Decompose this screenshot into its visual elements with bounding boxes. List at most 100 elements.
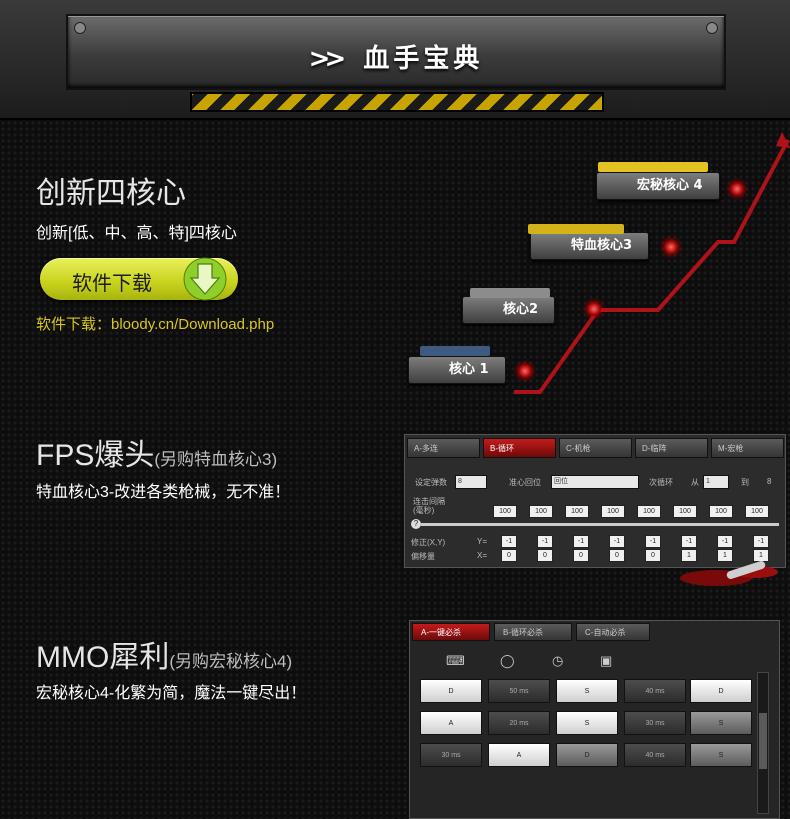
delay-cell[interactable]: 30 ms [624,711,686,735]
red-dot-icon [587,302,601,316]
camera-icon[interactable]: ▣ [600,653,613,668]
section-title-cores: 创新四核心 [36,177,186,210]
page-title: >> 血手宝典 [308,44,484,74]
download-button-label: 软件下载 [72,273,152,295]
y-correction-input[interactable]: -1 [501,535,517,548]
interval-input[interactable]: 100 [673,505,697,518]
interval-input[interactable]: 100 [565,505,589,518]
delay-cell[interactable]: 40 ms [624,679,686,703]
keyboard-icon[interactable]: ⌨ [446,653,465,668]
x-axis-label: X= [477,551,488,560]
core-1-tag: 核心 1 [408,356,506,384]
interval-input[interactable]: 100 [709,505,733,518]
recoil-select[interactable]: 回位 [551,475,639,489]
delay-cell[interactable]: 40 ms [624,743,686,767]
x-offset-input[interactable]: 0 [537,549,553,562]
y-correction-input[interactable]: -1 [573,535,589,548]
section-title-fps: FPS爆头(另购特血核心3) [36,439,278,472]
interval-input[interactable]: 100 [493,505,517,518]
delay-cell[interactable]: 50 ms [488,679,550,703]
tab-c-machinegun[interactable]: C-机枪 [559,438,632,458]
tab-a-multi[interactable]: A-多连 [407,438,480,458]
interval-slider-track[interactable] [421,523,779,526]
mouse-icon[interactable]: ◯ [500,653,515,668]
red-dot-icon [518,364,532,378]
fps-tab-bar: A-多连 B-循环 C-机枪 D-临阵 M-宏枪 [407,438,784,458]
interval-input[interactable]: 100 [529,505,553,518]
gun-icon [470,288,550,298]
key-cell[interactable]: S [556,711,618,735]
help-icon[interactable]: ? [411,519,421,529]
x-offset-input[interactable]: 0 [573,549,589,562]
section-desc-mmo: 宏秘核心4-化繁为简，魔法一键尽出！ [36,685,307,702]
interval-label: 连击间隔 (毫秒) [413,497,445,515]
section-desc-cores: 创新[低、中、高、特]四核心 [36,225,237,242]
y-correction-input[interactable]: -1 [753,535,769,548]
key-cell[interactable]: A [420,711,482,735]
double-chevron-icon: >> [308,44,346,74]
key-cell[interactable]: S [690,711,752,735]
key-cell[interactable]: A [488,743,550,767]
y-correction-input[interactable]: -1 [717,535,733,548]
correction-label: 修正(X,Y) [411,538,446,547]
tab-c-auto-kill[interactable]: C-自动必杀 [576,623,650,641]
bullet-count-label: 设定弹数 [415,478,447,487]
download-arrow-icon [183,257,227,301]
gun-icon [598,162,708,172]
interval-input[interactable]: 100 [637,505,661,518]
bullet-count-select[interactable]: 8 [455,475,487,489]
y-correction-input[interactable]: -1 [645,535,661,548]
key-cell[interactable]: D [690,679,752,703]
core-2-tag: 核心2 [462,296,556,324]
interval-input[interactable]: 100 [745,505,769,518]
fps-macro-panel: A-多连 B-循环 C-机枪 D-临阵 M-宏枪 设定弹数 8 准心回位 回位 … [404,434,786,568]
tab-a-one-key-kill[interactable]: A-一键必杀 [412,623,490,641]
recoil-label: 准心回位 [509,478,541,487]
tab-d-battle[interactable]: D-临阵 [635,438,708,458]
mmo-macro-panel: A-一键必杀 B-循环必杀 C-自动必杀 ⌨ ◯ ◷ ▣ D 50 ms S 4… [409,620,780,819]
clock-icon[interactable]: ◷ [552,653,564,668]
key-cell[interactable]: D [420,679,482,703]
core-4-tag: 宏秘核心 4 [596,172,720,200]
gun-icon [528,224,624,234]
scroll-thumb[interactable] [759,713,767,769]
bolt-icon [74,22,86,34]
bolt-icon [706,22,718,34]
key-cell[interactable]: S [556,679,618,703]
x-offset-input[interactable]: 0 [609,549,625,562]
gun-icon [420,346,490,356]
key-cell[interactable]: D [556,743,618,767]
hazard-stripe [190,92,604,112]
loop-to-value: 8 [767,477,772,486]
section-title-mmo: MMO犀利(另购宏秘核心4) [36,641,293,674]
x-offset-input[interactable]: 1 [717,549,733,562]
tab-m-macro[interactable]: M-宏枪 [711,438,784,458]
core-3-tag: 特血核心3 [530,232,650,260]
x-offset-input[interactable]: 0 [501,549,517,562]
download-link[interactable]: 软件下载：bloody.cn/Download.php [36,316,275,333]
delay-cell[interactable]: 30 ms [420,743,482,767]
tab-b-loop-kill[interactable]: B-循环必杀 [494,623,572,641]
title-plate: >> 血手宝典 [66,14,726,90]
delay-cell[interactable]: 20 ms [488,711,550,735]
loop-from-select[interactable]: 1 [703,475,729,489]
key-cell[interactable]: S [690,743,752,767]
y-correction-input[interactable]: -1 [537,535,553,548]
download-button[interactable]: 软件下载 [40,257,238,301]
tab-b-loop[interactable]: B-循环 [483,438,556,458]
header-banner: >> 血手宝典 [0,0,790,120]
x-offset-input[interactable]: 0 [645,549,661,562]
interval-input[interactable]: 100 [601,505,625,518]
mmo-scrollbar[interactable] [757,672,769,814]
section-desc-fps: 特血核心3-改进各类枪械，无不准！ [36,484,291,501]
from-label: 从 [691,478,699,487]
offset-label: 偏移量 [411,552,435,561]
growth-arrow [514,132,790,394]
to-label: 到 [741,478,749,487]
y-correction-input[interactable]: -1 [681,535,697,548]
y-axis-label: Y= [477,537,488,546]
red-dot-icon [730,182,744,196]
loop-label: 次循环 [649,478,673,487]
x-offset-input[interactable]: 1 [681,549,697,562]
y-correction-input[interactable]: -1 [609,535,625,548]
